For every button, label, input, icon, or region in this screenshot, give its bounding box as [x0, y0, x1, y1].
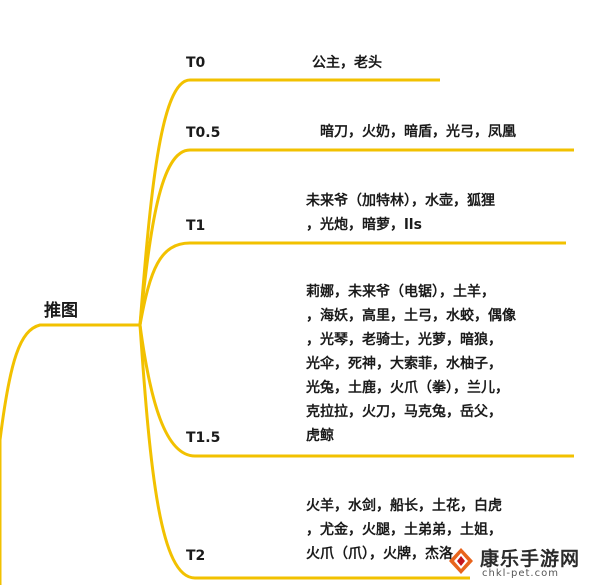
tier-item-line: 未来爷（加特林），水壶，狐狸 — [306, 193, 495, 209]
branch-t05 — [138, 148, 574, 326]
tier-item-line: 莉娜，未来爷（电锯），土羊， — [306, 284, 495, 300]
tier-item-line: ，光琴，老骑士，光萝，暗狼， — [306, 332, 502, 348]
tier-item-line: 克拉拉，火刀，马克兔，岳父， — [306, 404, 502, 420]
tier-label-t0: T0 — [186, 55, 206, 71]
branch-t2 — [138, 324, 470, 580]
tier-items-t15: 莉娜，未来爷（电锯），土羊， ，海妖，高里，土弓，水蛟，偶像 ，光琴，老骑士，光… — [306, 280, 516, 448]
tier-label-t15: T1.5 — [186, 430, 221, 446]
branch-t1 — [138, 241, 566, 326]
tier-item-line: 虎鲸 — [306, 428, 334, 444]
tier-item-line: 火羊，水剑，船长，土花，白虎 — [306, 498, 502, 514]
watermark-logo-icon — [449, 548, 473, 574]
tier-item-line: ，海妖，高里，土弓，水蛟，偶像 — [306, 308, 516, 324]
tier-items-t0: 公主，老头 — [312, 51, 382, 75]
root-stem-upper — [0, 323, 140, 441]
branch-t15 — [138, 324, 574, 458]
tier-label-t1: T1 — [186, 218, 206, 234]
watermark-title: 康乐手游网 — [480, 548, 581, 570]
tier-item-line: 公主，老头 — [312, 55, 382, 71]
tier-items-t2: 火羊，水剑，船长，土花，白虎 ，尤金，火腿，土弟弟，土姐， 火爪（爪），火牌，杰… — [306, 494, 502, 566]
root-node-label: 推图 — [44, 301, 78, 321]
tier-item-line: 光兔，土鹿，火爪（拳），兰儿， — [306, 380, 509, 396]
watermark-url: chkl-pet.com — [482, 568, 559, 579]
watermark: 康乐手游网 chkl-pet.com — [446, 544, 596, 582]
tier-label-t05: T0.5 — [186, 125, 221, 141]
branch-t0 — [138, 78, 440, 326]
tier-items-t05: 暗刀，火奶，暗盾，光弓，凤凰 — [320, 120, 516, 144]
tier-item-line: ，光炮，暗萝，lls — [306, 217, 422, 233]
tier-label-t2: T2 — [186, 548, 206, 564]
tier-item-line: 光伞，死神，大索菲，水柚子， — [306, 356, 502, 372]
tier-items-t1: 未来爷（加特林），水壶，狐狸 ，光炮，暗萝，lls — [306, 189, 495, 237]
tier-item-line: 火爪（爪），火牌，杰洛 — [306, 546, 453, 562]
tier-item-line: ，尤金，火腿，土弟弟，土姐， — [306, 522, 502, 538]
tier-item-line: 暗刀，火奶，暗盾，光弓，凤凰 — [320, 124, 516, 140]
